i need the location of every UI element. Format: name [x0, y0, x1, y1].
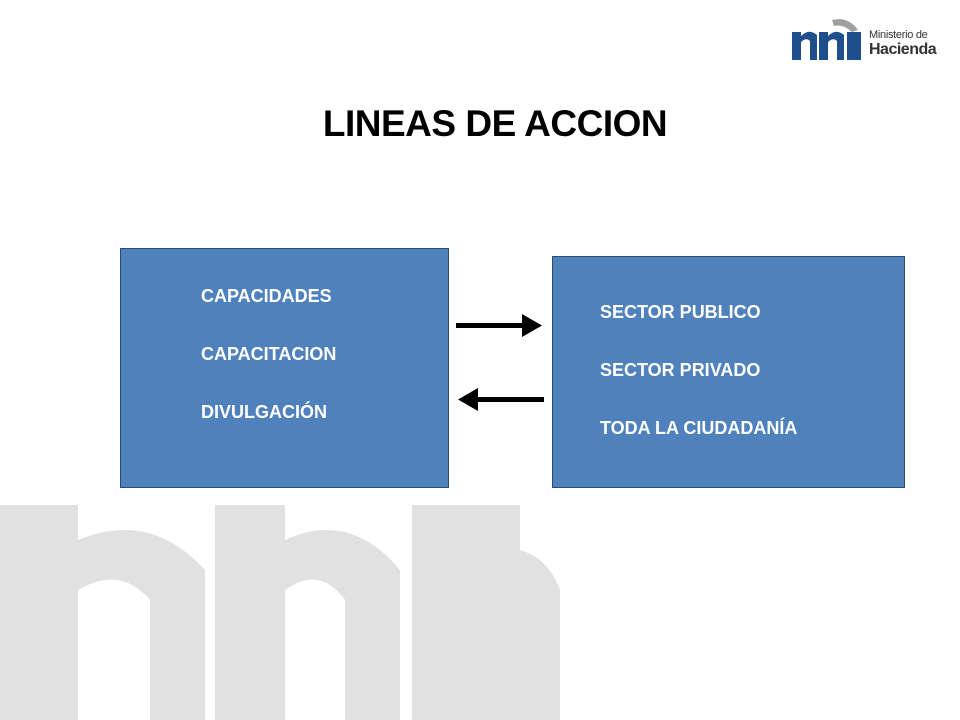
arrow-left-icon — [458, 388, 544, 411]
mh-watermark-icon — [0, 505, 560, 720]
arrows-connector — [456, 314, 544, 411]
arrow-right-icon — [456, 314, 542, 337]
box-item-capacitacion: CAPACITACION — [201, 344, 337, 364]
page-title: LINEAS DE ACCION — [322, 103, 668, 144]
logo-text: Ministerio de Hacienda — [869, 29, 937, 58]
box-item-sector-publico: SECTOR PUBLICO — [600, 302, 761, 322]
mh-logo-icon — [792, 19, 861, 60]
logo-line-ministerio: Ministerio de — [869, 29, 928, 41]
box-item-sector-privado: SECTOR PRIVADO — [600, 360, 761, 380]
mh-logo: Ministerio de Hacienda — [792, 18, 944, 64]
box-item-toda-la-ciudadania: TODA LA CIUDADANÍA — [600, 418, 798, 438]
box-item-capacidades: CAPACIDADES — [201, 286, 332, 306]
box-sectores: SECTOR PUBLICO SECTOR PRIVADO TODA LA CI… — [552, 256, 905, 488]
box-item-divulgacion: DIVULGACIÓN — [201, 402, 327, 422]
logo-line-hacienda: Hacienda — [869, 41, 937, 58]
box-capacidades: CAPACIDADES CAPACITACION DIVULGACIÓN — [120, 248, 449, 488]
